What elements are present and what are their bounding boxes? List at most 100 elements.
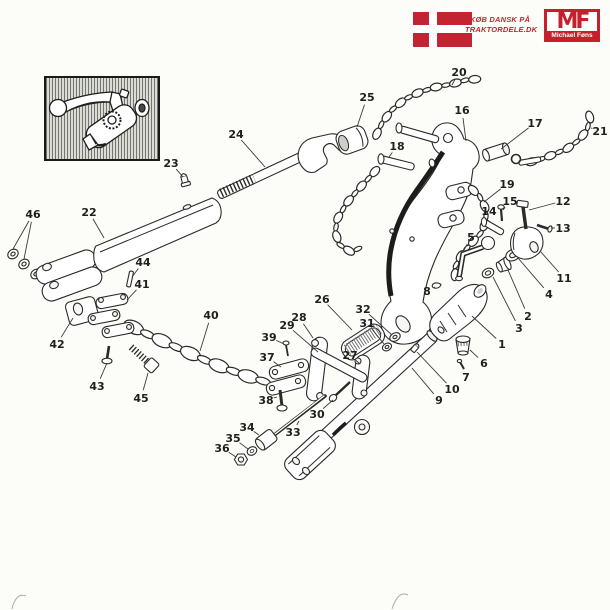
part-label: 45 bbox=[133, 392, 148, 405]
leader-line bbox=[539, 250, 560, 273]
leader-line bbox=[356, 104, 365, 128]
leader-line bbox=[60, 317, 74, 338]
chain-link bbox=[208, 358, 230, 374]
part-18-chain bbox=[332, 165, 381, 256]
part-20-pin bbox=[395, 122, 440, 144]
leader-line bbox=[528, 202, 556, 211]
part-45-bolt bbox=[128, 344, 160, 374]
leader-line bbox=[469, 349, 479, 358]
leader-line bbox=[23, 221, 32, 260]
part-15-screw bbox=[497, 204, 505, 222]
part-label: 33 bbox=[285, 426, 300, 439]
mf-logo-initials: MF bbox=[556, 9, 591, 34]
leader-line bbox=[322, 399, 334, 410]
part-label: 18 bbox=[389, 140, 404, 153]
part-label: 25 bbox=[359, 91, 374, 104]
part-3-washer bbox=[481, 267, 495, 279]
leader-line bbox=[199, 322, 210, 352]
leader-line bbox=[388, 152, 393, 158]
part-22-lift-arm bbox=[35, 197, 222, 302]
part-label: 41 bbox=[134, 278, 149, 291]
leader-line bbox=[517, 257, 545, 289]
part-label: 6 bbox=[480, 357, 488, 370]
part-label: 12 bbox=[555, 195, 570, 208]
part-label: 7 bbox=[462, 371, 470, 384]
assembled-view-inset bbox=[44, 76, 160, 161]
part-label: 23 bbox=[163, 157, 178, 170]
part-label: 14 bbox=[481, 205, 497, 218]
part-7-screw bbox=[456, 358, 465, 370]
part-18-linch-pin bbox=[377, 153, 415, 171]
part-label: 40 bbox=[203, 309, 219, 322]
part-label: 34 bbox=[239, 421, 255, 434]
chain-link bbox=[441, 82, 451, 88]
tagline-line1: KØB DANSK PÅ bbox=[469, 15, 531, 24]
leader-line bbox=[142, 372, 149, 391]
part-36-nut bbox=[233, 453, 249, 466]
part-label: 28 bbox=[291, 311, 306, 324]
chain-link bbox=[353, 245, 363, 253]
part-6-knob bbox=[455, 335, 471, 356]
part-24-fork-rod bbox=[217, 133, 350, 199]
part-39-screw bbox=[282, 340, 290, 357]
leader-line bbox=[175, 168, 184, 178]
part-40-chain bbox=[123, 319, 272, 386]
part-21-linch-pin bbox=[510, 153, 542, 166]
part-label: 46 bbox=[25, 208, 41, 221]
chain-link bbox=[342, 245, 356, 256]
part-26-reflector bbox=[340, 323, 386, 361]
part-label: 21 bbox=[592, 125, 607, 138]
part-9-tube bbox=[284, 330, 438, 481]
chain-link bbox=[585, 110, 595, 124]
part-2-cup bbox=[495, 256, 512, 273]
part-label: 2 bbox=[524, 310, 532, 323]
part-number-labels: 1234567891011121314151617181920212223242… bbox=[12, 66, 608, 458]
leader-line bbox=[292, 329, 319, 353]
part-label: 16 bbox=[454, 104, 470, 117]
part-38-bolt bbox=[276, 389, 288, 412]
leader-line bbox=[471, 315, 497, 339]
leader-line bbox=[492, 276, 516, 322]
chain-link bbox=[429, 82, 443, 92]
leader-line bbox=[462, 243, 468, 253]
leader-line bbox=[500, 127, 529, 150]
tagline-line2: TRAKTORDELE.DK bbox=[465, 24, 538, 34]
part-12-bolt bbox=[516, 199, 529, 230]
leader-line bbox=[239, 442, 249, 450]
leader-line bbox=[276, 339, 285, 345]
part-label: 1 bbox=[498, 338, 506, 351]
part-20-chain bbox=[372, 74, 482, 140]
part-23-grease-nipple bbox=[180, 173, 191, 188]
part-31-washer bbox=[381, 342, 393, 352]
part-13-pin bbox=[536, 223, 553, 233]
part-label: 17 bbox=[527, 117, 542, 130]
leader-line bbox=[483, 188, 501, 203]
leader-line bbox=[411, 367, 435, 395]
leader-line bbox=[92, 218, 105, 239]
part-34-sleeve bbox=[254, 428, 278, 451]
part-35-lock-washer bbox=[246, 446, 258, 456]
part-16-bracket bbox=[380, 122, 480, 345]
leader-line bbox=[451, 78, 456, 86]
part-label: 20 bbox=[451, 66, 467, 79]
part-28-strap bbox=[305, 336, 329, 402]
part-14-pin bbox=[480, 217, 505, 236]
leader-line bbox=[253, 431, 260, 436]
flag-cross-horizontal bbox=[413, 25, 472, 33]
leader-line bbox=[502, 207, 506, 211]
part-10-grease-nipple bbox=[410, 343, 420, 353]
leader-line bbox=[126, 289, 137, 301]
part-label: 38 bbox=[258, 394, 273, 407]
part-label: 31 bbox=[359, 317, 374, 330]
tagline: KØB DANSK PÅ TRAKTORDELE.DK bbox=[465, 15, 538, 34]
part-label: 42 bbox=[49, 338, 64, 351]
leader-line bbox=[507, 269, 526, 309]
part-label: 35 bbox=[225, 432, 240, 445]
leader-line bbox=[485, 218, 487, 221]
leader-line bbox=[228, 451, 237, 458]
leader-line bbox=[273, 396, 278, 399]
leader-line bbox=[327, 304, 353, 331]
part-29-bar bbox=[310, 347, 368, 383]
part-label: 11 bbox=[556, 272, 571, 285]
